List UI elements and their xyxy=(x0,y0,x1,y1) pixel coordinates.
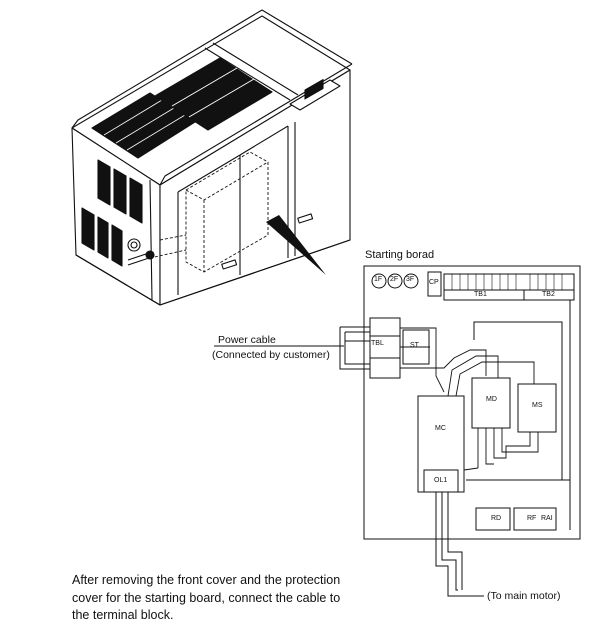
fuse-2f-label: 2F xyxy=(390,276,399,283)
callout-pointer xyxy=(266,215,326,275)
starting-board-panel xyxy=(339,265,581,597)
starting-board-title: Starting borad xyxy=(365,249,435,261)
cp-label: CP xyxy=(429,279,439,286)
fuse-3f-label: 3F xyxy=(406,276,415,283)
connected-by-customer-label: (Connected by customer) xyxy=(212,349,330,361)
starting-board-location xyxy=(149,151,269,273)
md-contactor xyxy=(471,377,511,429)
tbl-label: TBL xyxy=(371,340,384,347)
cp-block xyxy=(427,271,442,297)
fuse-1f-label: 1F xyxy=(374,276,383,283)
ol1-label: OL1 xyxy=(434,477,448,484)
instruction-text: After removing the front cover and the p… xyxy=(72,572,372,625)
md-label: MD xyxy=(486,396,497,403)
relay-rf-label: RF xyxy=(527,515,537,522)
power-cable-label: Power cable xyxy=(218,334,276,346)
ms-label: MS xyxy=(532,402,543,409)
relay-rai-label: RAI xyxy=(541,515,553,522)
instruction-line-1: After removing the front cover and the p… xyxy=(72,573,341,587)
tb1-label: TB1 xyxy=(474,291,487,298)
tb2-label: TB2 xyxy=(542,291,555,298)
fuse-2f xyxy=(387,273,403,289)
ol1-overload xyxy=(423,469,459,493)
ms-contactor xyxy=(517,383,557,433)
instruction-line-2: cover for the starting board, connect th… xyxy=(72,590,341,605)
compressor-unit-illustration xyxy=(71,9,353,306)
st-label: ST xyxy=(410,342,419,349)
tbl-terminal xyxy=(369,317,401,379)
top-grill-right xyxy=(154,57,273,131)
to-main-motor-label: (To main motor) xyxy=(487,590,561,602)
relay-rd-label: RD xyxy=(491,515,502,522)
mc-label: MC xyxy=(435,425,446,432)
instruction-line-3: the terminal block. xyxy=(72,608,174,622)
front-vents xyxy=(81,159,143,267)
fuse-1f xyxy=(371,273,387,289)
fuse-3f xyxy=(403,273,419,289)
